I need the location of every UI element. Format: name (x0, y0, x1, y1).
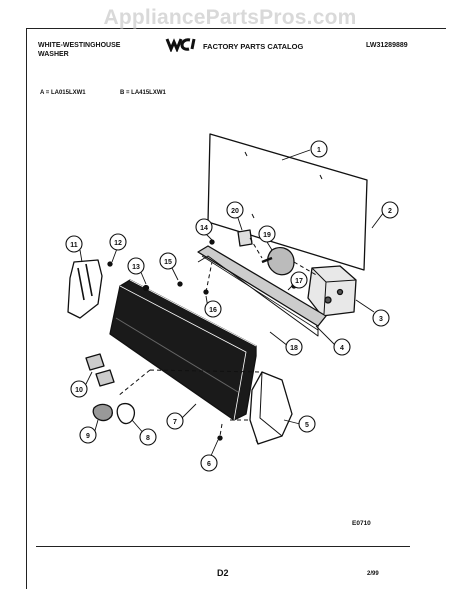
callout-14[interactable]: 14 (195, 218, 213, 236)
page-frame (26, 28, 446, 589)
svg-text:16: 16 (209, 307, 217, 314)
svg-text:8: 8 (146, 435, 150, 442)
figure-code: E0710 (352, 520, 371, 527)
knob-part (85, 353, 105, 371)
callout-8[interactable]: 8 (139, 428, 157, 446)
svg-text:18: 18 (290, 345, 298, 352)
end-cap-part (249, 371, 293, 445)
rear-panel-part (207, 133, 368, 271)
callout-7[interactable]: 7 (166, 412, 184, 430)
brand-block: WHITE-WESTINGHOUSE WASHER (38, 41, 120, 59)
callout-11[interactable]: 11 (65, 235, 83, 253)
svg-text:10: 10 (75, 387, 83, 394)
timer-part (307, 265, 357, 317)
svg-text:6: 6 (207, 461, 211, 468)
callout-5[interactable]: 5 (298, 415, 316, 433)
model-b-label: B = LA415LXW1 (120, 90, 166, 96)
svg-text:2: 2 (388, 208, 392, 215)
svg-text:13: 13 (132, 264, 140, 271)
svg-text:20: 20 (231, 208, 239, 215)
callout-10[interactable]: 10 (70, 380, 88, 398)
knob-part (92, 403, 113, 422)
callout-20[interactable]: 20 (226, 201, 244, 219)
svg-text:4: 4 (340, 345, 344, 352)
brand-name: WHITE-WESTINGHOUSE (38, 42, 121, 49)
callout-18[interactable]: 18 (285, 338, 303, 356)
revision-date: 2/99 (367, 571, 379, 577)
control-console-part (109, 279, 257, 421)
callout-4[interactable]: 4 (333, 338, 351, 356)
callout-1[interactable]: 1 (310, 140, 328, 158)
footer-divider (36, 546, 410, 547)
svg-text:19: 19 (263, 232, 271, 239)
model-a-label: A = LA015LXW1 (40, 90, 86, 96)
knob-part (95, 369, 115, 387)
timer-dial-part (267, 247, 295, 276)
callout-9[interactable]: 9 (79, 426, 97, 444)
callout-3[interactable]: 3 (372, 309, 390, 327)
callout-15[interactable]: 15 (159, 252, 177, 270)
svg-text:11: 11 (70, 242, 78, 249)
callout-13[interactable]: 13 (127, 257, 145, 275)
left-end-cap-part (67, 259, 103, 319)
switch-part (237, 229, 253, 247)
knob-part (116, 402, 136, 425)
svg-text:14: 14 (200, 225, 208, 232)
callout-19[interactable]: 19 (258, 225, 276, 243)
callout-6[interactable]: 6 (200, 454, 218, 472)
svg-text:7: 7 (173, 419, 177, 426)
svg-text:1: 1 (317, 147, 321, 154)
product-type: WASHER (38, 51, 69, 58)
svg-text:9: 9 (86, 433, 90, 440)
callout-17[interactable]: 17 (290, 271, 308, 289)
callout-12[interactable]: 12 (109, 233, 127, 251)
wci-logo (165, 36, 199, 52)
callout-2[interactable]: 2 (381, 201, 399, 219)
svg-text:3: 3 (379, 316, 383, 323)
mounting-rail-part (197, 245, 327, 327)
svg-text:17: 17 (295, 278, 303, 285)
catalog-title: FACTORY PARTS CATALOG (203, 42, 304, 51)
svg-text:5: 5 (305, 422, 309, 429)
svg-text:12: 12 (114, 240, 122, 247)
page-label: D2 (217, 568, 229, 578)
wci-logo-icon (165, 36, 199, 52)
svg-text:15: 15 (164, 259, 172, 266)
document-number: LW31289889 (366, 42, 408, 49)
watermark: AppliancePartsPros.com (103, 6, 357, 29)
callout-16[interactable]: 16 (204, 300, 222, 318)
